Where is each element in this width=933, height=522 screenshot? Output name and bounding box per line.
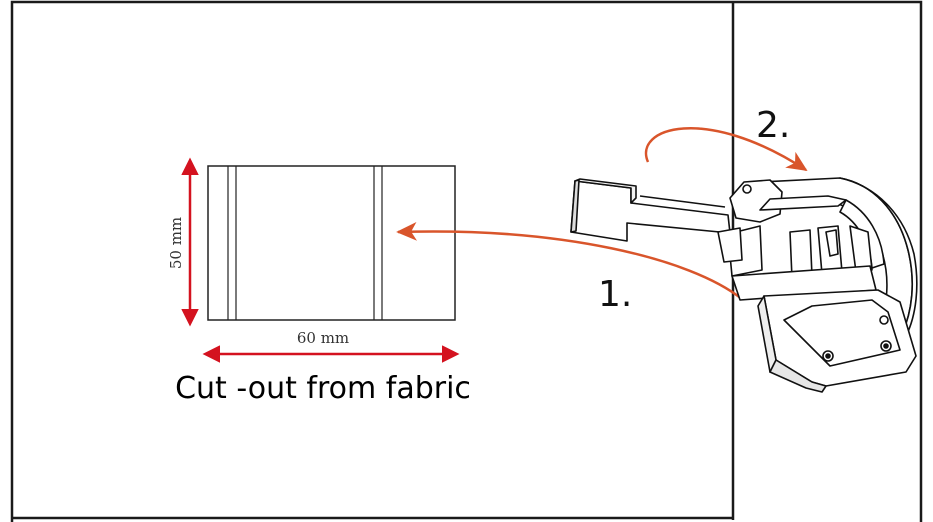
step-1-arrow <box>396 222 743 300</box>
fabric-cutout-icon <box>207 165 456 321</box>
step-2-label: 2. <box>756 105 790 146</box>
clip-bracket-icon <box>570 177 918 393</box>
step-1-label: 1. <box>598 274 632 315</box>
step-2-arrow <box>644 127 808 172</box>
width-dimension-label: 60 mm <box>297 329 349 347</box>
height-dimension-label: 50 mm <box>167 217 185 269</box>
caption: Cut -out from fabric <box>175 371 471 406</box>
frame <box>10 0 923 522</box>
